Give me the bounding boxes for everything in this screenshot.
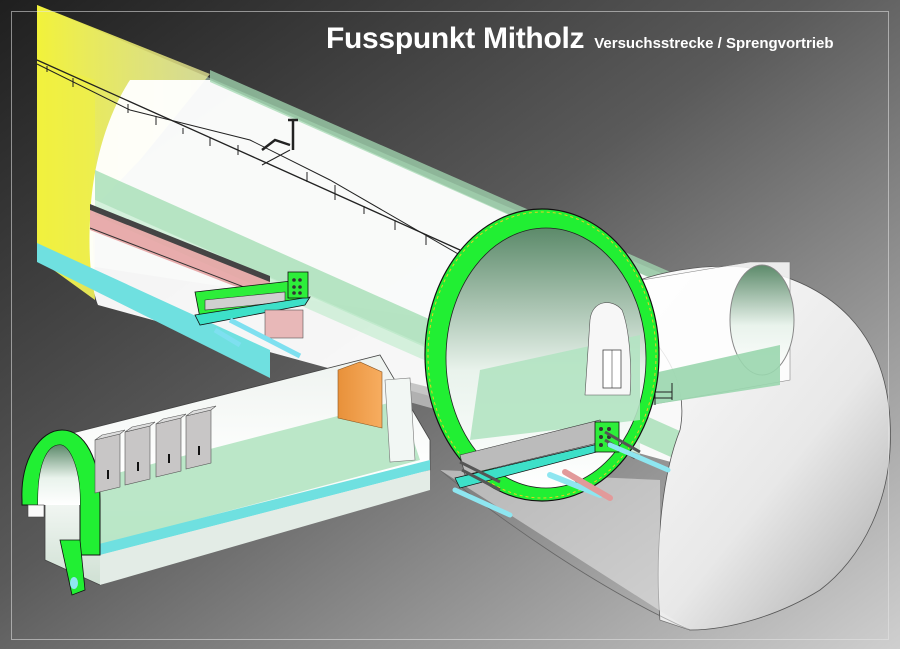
page-title: Fusspunkt Mitholz <box>326 22 585 55</box>
cabinet-icon <box>124 421 156 486</box>
pantograph-icon <box>261 118 298 166</box>
overhead-line <box>36 59 461 251</box>
cabinet-icon <box>155 413 187 478</box>
cross-passage <box>21 354 431 596</box>
emergency-door <box>337 361 383 429</box>
cabinet-icon <box>94 429 126 494</box>
title-block: Fusspunkt Mitholz Versuchsstrecke / Spre… <box>326 22 834 56</box>
lining-ring <box>424 208 671 518</box>
drainage-band <box>37 243 270 378</box>
cabinet-icon <box>185 405 217 470</box>
electrical-cabinets <box>94 405 217 494</box>
drain-pipe <box>607 442 671 473</box>
side-gallery <box>629 261 795 406</box>
rail-slab-red <box>90 210 270 300</box>
track-section-left <box>194 271 311 359</box>
red-pipe <box>562 469 613 501</box>
page-subtitle: Versuchsstrecke / Sprengvortrieb <box>594 35 834 52</box>
